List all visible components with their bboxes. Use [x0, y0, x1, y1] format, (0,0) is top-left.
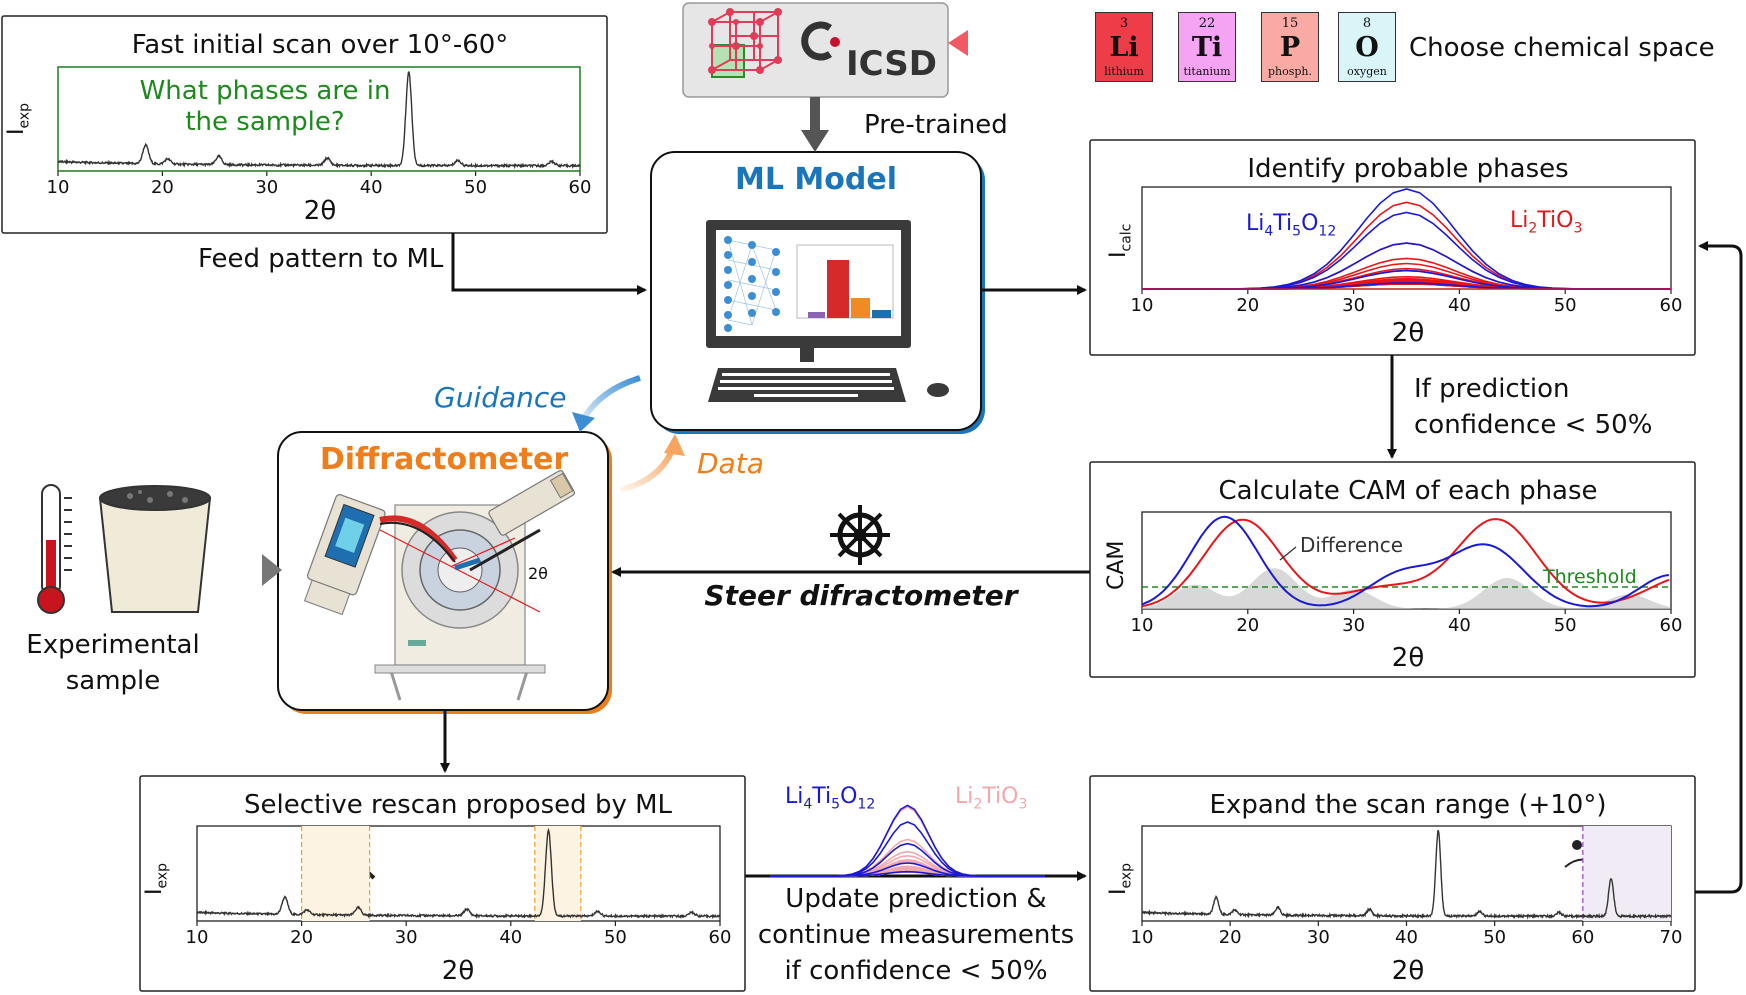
sample-cup-icon — [98, 485, 212, 613]
difference-pointer — [1279, 546, 1297, 561]
thermometer-icon — [37, 484, 72, 614]
expand-trace — [1141, 829, 1672, 920]
data-arrow — [619, 448, 675, 493]
rescan-axes — [196, 825, 721, 922]
cam-phase-1-curve — [1141, 515, 1669, 608]
rescan-box — [139, 775, 746, 992]
identify-box — [1089, 139, 1696, 356]
rescan-region-1 — [301, 826, 370, 921]
sample-arrow-head — [262, 554, 282, 586]
crystal-lattice-icon — [708, 8, 782, 78]
cam-box — [1089, 461, 1696, 678]
feed-arrow — [451, 233, 647, 295]
guidance-arrow-head — [572, 412, 595, 432]
expand-box — [1089, 775, 1696, 992]
chemical-space-arrow-head — [948, 30, 968, 56]
expand-new-region — [1582, 826, 1671, 921]
ship-wheel-icon — [830, 505, 890, 565]
cam-phase-2-curve — [1141, 518, 1670, 608]
initial-scan-trace — [57, 71, 581, 170]
diffractometer-instrument-icon — [303, 470, 575, 701]
initial-scan-box — [1, 15, 608, 234]
data-arrow-head — [664, 434, 685, 456]
update-phase-1-peak — [770, 862, 1045, 877]
pretrained-arrow-head — [801, 130, 829, 152]
rescan-trace — [196, 827, 721, 920]
loop-back-arrow — [1695, 241, 1743, 894]
icsd-logo-icon — [801, 21, 840, 61]
computer-icon — [706, 220, 949, 402]
guidance-arrow — [580, 375, 641, 422]
initial-scan-green-frame — [57, 66, 581, 172]
